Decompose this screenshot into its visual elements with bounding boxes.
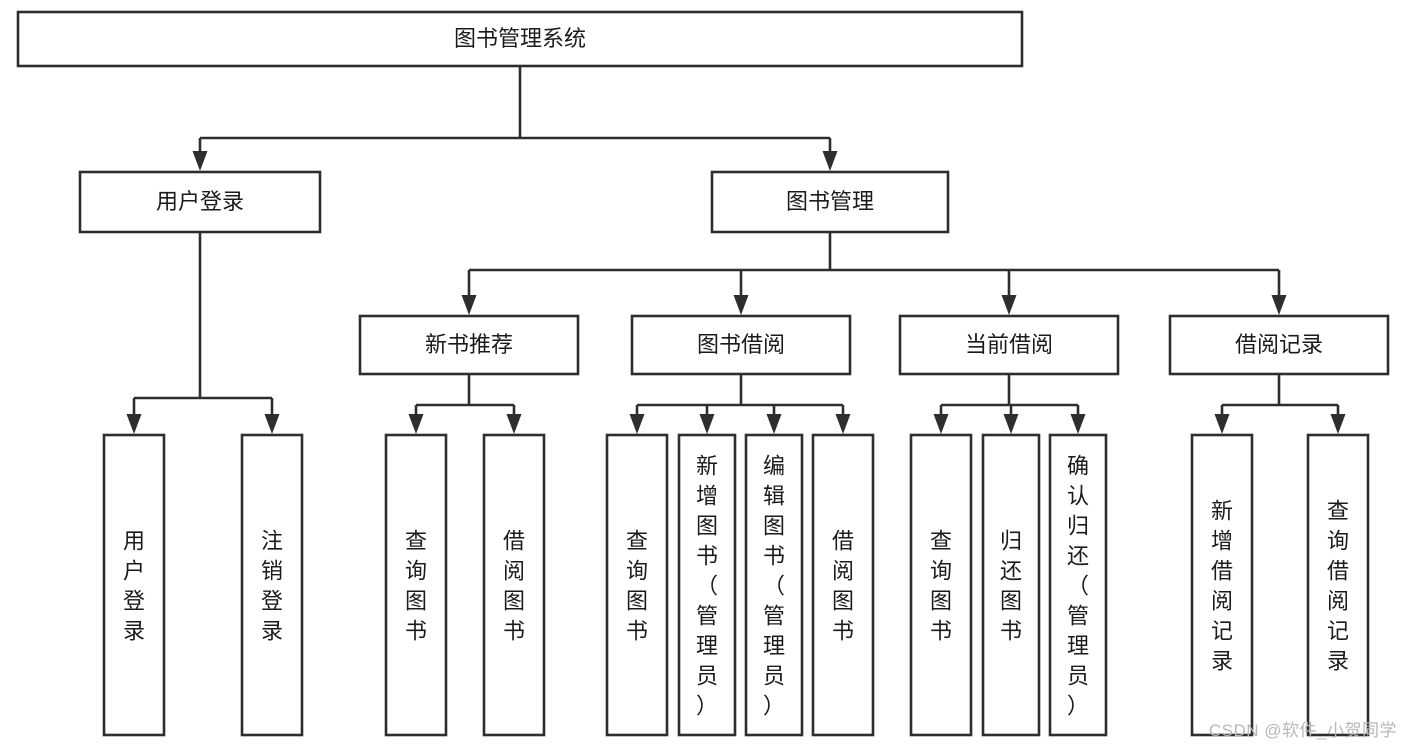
node-box-leaf-query-book-1[interactable] bbox=[384, 433, 448, 737]
node-leaf-query-record[interactable]: 查询借阅记录 bbox=[1306, 433, 1370, 737]
node-leaf-add-book[interactable]: 新增图书（管理员） bbox=[677, 433, 737, 737]
arrow-head-icon bbox=[264, 414, 280, 434]
arrow-head-icon bbox=[766, 414, 782, 434]
node-label-leaf-borrow-book-2: 借阅图书 bbox=[832, 528, 854, 643]
node-label-book-manage: 图书管理 bbox=[786, 189, 874, 214]
node-box-leaf-add-book[interactable] bbox=[677, 433, 737, 737]
node-leaf-query-book-2[interactable]: 查询图书 bbox=[605, 433, 669, 737]
node-box-book-manage[interactable] bbox=[710, 170, 950, 234]
connector-group-new-book-recommend bbox=[408, 374, 522, 434]
arrow-head-icon bbox=[461, 295, 477, 315]
node-leaf-query-book-1[interactable]: 查询图书 bbox=[384, 433, 448, 737]
connector-group-book-borrow bbox=[629, 374, 851, 434]
node-box-leaf-borrow-book-1[interactable] bbox=[482, 433, 546, 737]
connector-group-borrow-record bbox=[1214, 374, 1346, 434]
node-leaf-query-book-3[interactable]: 查询图书 bbox=[909, 433, 973, 737]
node-box-leaf-return-book[interactable] bbox=[981, 433, 1041, 737]
node-current-borrow[interactable]: 当前借阅 bbox=[898, 314, 1120, 376]
node-borrow-record[interactable]: 借阅记录 bbox=[1168, 314, 1390, 376]
node-label-leaf-add-record: 新增借阅记录 bbox=[1211, 498, 1233, 673]
node-box-leaf-borrow-book-2[interactable] bbox=[811, 433, 875, 737]
arrow-head-icon bbox=[1001, 295, 1017, 315]
arrow-head-icon bbox=[1003, 414, 1019, 434]
arrow-head-icon bbox=[1330, 414, 1346, 434]
node-label-current-borrow: 当前借阅 bbox=[965, 332, 1053, 357]
node-leaf-user-login[interactable]: 用户登录 bbox=[102, 433, 166, 737]
node-box-leaf-add-record[interactable] bbox=[1190, 433, 1254, 737]
node-new-book-recommend[interactable]: 新书推荐 bbox=[358, 314, 580, 376]
node-label-leaf-edit-book: 编辑图书（管理员） bbox=[763, 453, 785, 718]
arrow-head-icon bbox=[1214, 414, 1230, 434]
csdn-watermark: CSDN @软件_小贺同学 bbox=[1208, 721, 1397, 740]
nodes-layer: 图书管理系统用户登录图书管理新书推荐图书借阅当前借阅借阅记录用户登录注销登录查询… bbox=[16, 10, 1390, 737]
node-box-current-borrow[interactable] bbox=[898, 314, 1120, 376]
node-book-borrow[interactable]: 图书借阅 bbox=[630, 314, 852, 376]
node-label-leaf-borrow-book-1: 借阅图书 bbox=[503, 528, 525, 643]
node-label-leaf-user-logout: 注销登录 bbox=[261, 528, 283, 643]
node-label-leaf-query-book-1: 查询图书 bbox=[405, 528, 427, 643]
connector-group-current-borrow bbox=[933, 374, 1086, 434]
node-box-leaf-query-book-3[interactable] bbox=[909, 433, 973, 737]
node-box-root[interactable] bbox=[16, 10, 1024, 68]
node-box-leaf-edit-book[interactable] bbox=[744, 433, 804, 737]
node-box-leaf-confirm-return[interactable] bbox=[1048, 433, 1108, 737]
node-label-leaf-add-book: 新增图书（管理员） bbox=[696, 453, 718, 718]
node-box-user-login[interactable] bbox=[78, 170, 322, 234]
arrow-head-icon bbox=[933, 414, 949, 434]
node-label-leaf-query-book-2: 查询图书 bbox=[626, 528, 648, 643]
arrow-head-icon bbox=[506, 414, 522, 434]
arrow-head-icon bbox=[822, 151, 838, 171]
node-label-leaf-confirm-return: 确认归还（管理员） bbox=[1067, 453, 1089, 718]
node-box-leaf-query-record[interactable] bbox=[1306, 433, 1370, 737]
node-label-leaf-return-book: 归还图书 bbox=[1000, 528, 1022, 643]
connector-group-user-login bbox=[126, 232, 280, 434]
node-box-new-book-recommend[interactable] bbox=[358, 314, 580, 376]
node-user-login[interactable]: 用户登录 bbox=[78, 170, 322, 234]
node-label-leaf-query-book-3: 查询图书 bbox=[930, 528, 952, 643]
node-label-book-borrow: 图书借阅 bbox=[697, 332, 785, 357]
node-leaf-return-book[interactable]: 归还图书 bbox=[981, 433, 1041, 737]
arrow-head-icon bbox=[733, 295, 749, 315]
node-leaf-borrow-book-1[interactable]: 借阅图书 bbox=[482, 433, 546, 737]
node-label-leaf-user-login: 用户登录 bbox=[123, 528, 145, 643]
node-label-borrow-record: 借阅记录 bbox=[1235, 332, 1323, 357]
node-leaf-user-logout[interactable]: 注销登录 bbox=[240, 433, 304, 737]
node-box-book-borrow[interactable] bbox=[630, 314, 852, 376]
node-leaf-borrow-book-2[interactable]: 借阅图书 bbox=[811, 433, 875, 737]
node-label-leaf-query-record: 查询借阅记录 bbox=[1327, 498, 1349, 673]
arrow-head-icon bbox=[408, 414, 424, 434]
node-label-user-login: 用户登录 bbox=[156, 189, 244, 214]
node-root[interactable]: 图书管理系统 bbox=[16, 10, 1024, 68]
arrow-head-icon bbox=[1070, 414, 1086, 434]
node-box-borrow-record[interactable] bbox=[1168, 314, 1390, 376]
connector-group-book-manage bbox=[461, 232, 1287, 315]
node-box-leaf-query-book-2[interactable] bbox=[605, 433, 669, 737]
arrow-head-icon bbox=[629, 414, 645, 434]
arrow-head-icon bbox=[699, 414, 715, 434]
node-book-manage[interactable]: 图书管理 bbox=[710, 170, 950, 234]
arrow-head-icon bbox=[192, 151, 208, 171]
node-leaf-edit-book[interactable]: 编辑图书（管理员） bbox=[744, 433, 804, 737]
node-label-root: 图书管理系统 bbox=[454, 26, 586, 51]
node-label-new-book-recommend: 新书推荐 bbox=[425, 332, 513, 357]
node-box-leaf-user-login[interactable] bbox=[102, 433, 166, 737]
arrow-head-icon bbox=[1271, 295, 1287, 315]
node-box-leaf-user-logout[interactable] bbox=[240, 433, 304, 737]
arrow-head-icon bbox=[126, 414, 142, 434]
arrow-head-icon bbox=[835, 414, 851, 434]
connectors-layer bbox=[126, 66, 1346, 434]
node-leaf-add-record[interactable]: 新增借阅记录 bbox=[1190, 433, 1254, 737]
node-leaf-confirm-return[interactable]: 确认归还（管理员） bbox=[1048, 433, 1108, 737]
connector-group-root bbox=[192, 66, 838, 171]
